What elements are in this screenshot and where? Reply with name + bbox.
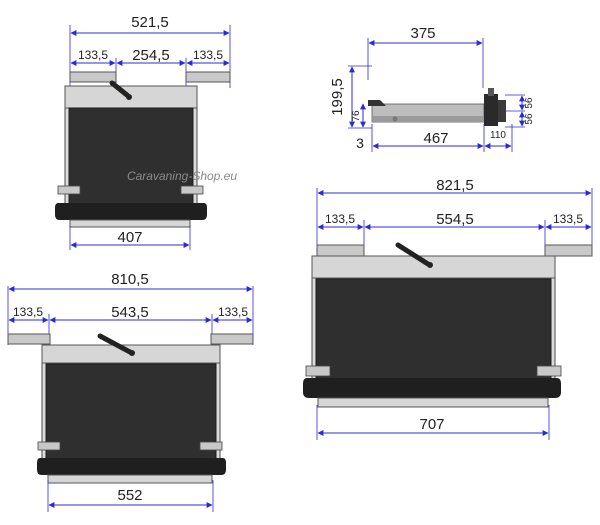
pull-handle-right (185, 71, 231, 83)
dim-offset: 3 (356, 135, 364, 151)
dim-middle: 543,5 (111, 304, 149, 321)
dim-right-ext: 133,5 (553, 212, 583, 226)
bottom-bar (55, 203, 207, 220)
dim-overall: 810,5 (111, 271, 149, 288)
dim-small-h: 76 (351, 110, 362, 122)
dim-middle: 254,5 (132, 47, 170, 64)
dim-bottom: 707 (419, 416, 444, 433)
pull-handle-left (7, 333, 51, 345)
dim-overall: 521,5 (131, 14, 169, 31)
dim-height: 199,5 (329, 78, 346, 116)
black-panel (45, 363, 217, 461)
dim-end: 110 (490, 130, 506, 141)
dim-middle: 554,5 (436, 211, 474, 228)
pull-handle-left (316, 244, 365, 257)
pull-handle-right (544, 244, 593, 257)
black-panel (68, 107, 194, 209)
end-cap (484, 94, 498, 126)
dim-left-ext: 133,5 (78, 48, 108, 62)
dim-left-ext: 133,5 (325, 212, 355, 226)
pull-handle-left (69, 71, 117, 83)
dim-left-ext: 133,5 (13, 305, 43, 319)
dim-h2: 56 (524, 113, 535, 125)
side-view: 375 199,5 76 56 56 467 110 3 (329, 25, 535, 152)
dim-length-top: 375 (410, 25, 435, 42)
dim-right-ext: 133,5 (218, 305, 248, 319)
dim-overall: 821,5 (436, 177, 474, 194)
black-panel (315, 278, 552, 392)
watermark: Caravaning-Shop.eu (127, 169, 237, 183)
bottom-bar (37, 458, 226, 475)
dim-bottom: 552 (117, 487, 142, 504)
pull-handle-right (210, 333, 254, 345)
right-view: 821,5 133,5 554,5 133,5 707 (303, 177, 593, 440)
dim-length-bottom: 467 (423, 130, 448, 147)
dim-bottom: 407 (117, 229, 142, 246)
lock-lever (109, 80, 130, 98)
top-left-view: 521,5 133,5 254,5 133,5 407 (55, 14, 231, 250)
dim-h1: 56 (524, 97, 535, 109)
lock-lever (395, 242, 431, 267)
lock-lever (97, 333, 133, 355)
bottom-left-view: 810,5 133,5 543,5 133,5 552 (7, 271, 254, 512)
dim-right-ext: 133,5 (193, 48, 223, 62)
bottom-bar (303, 378, 561, 398)
